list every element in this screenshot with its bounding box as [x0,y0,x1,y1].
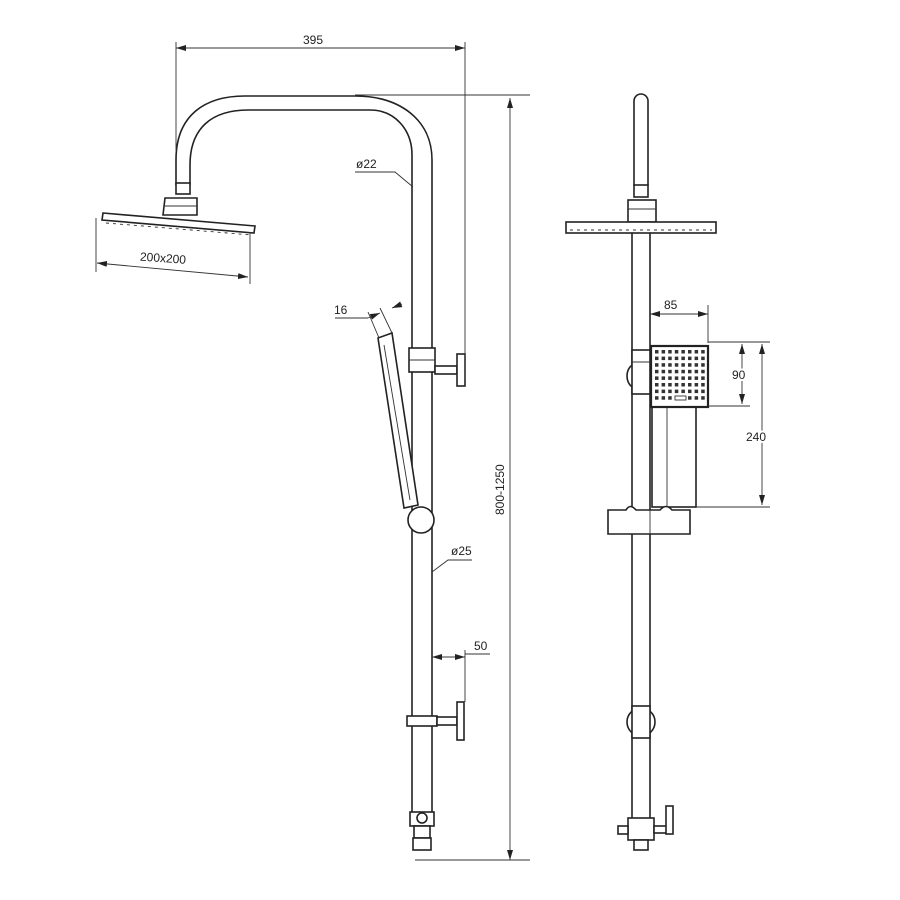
nozzle [701,350,705,354]
logo-slot [674,395,687,401]
nozzle [688,376,692,380]
side-view-dimensions: 395 800-1250 ø22 200x200 16 ø25 50 [95,33,530,861]
nozzle [688,389,692,394]
nozzle [694,389,699,394]
nozzle [701,369,705,374]
nozzle [668,369,672,374]
dim-hand-shower-width: 85 [664,298,678,312]
nozzle [674,383,679,387]
nozzle [668,363,672,367]
nozzle [655,383,659,387]
front-slider [607,505,691,535]
nozzle [661,369,666,374]
nozzle [674,376,679,380]
wall-bracket [406,715,438,727]
dim-hand-shower-head-height: 90 [732,368,746,382]
front-hand-shower-handle [651,404,697,508]
nozzle [655,350,659,354]
dim-arm-reach: 395 [303,33,323,47]
nozzle [688,369,692,374]
dim-height-range: 800-1250 [493,464,507,515]
front-view [565,93,717,851]
nozzle [688,396,692,400]
nozzle [668,396,672,400]
nozzle [661,396,666,400]
nozzle [668,389,672,394]
nozzle [655,356,659,361]
riser-pipe [411,371,433,813]
nozzle [694,396,699,400]
nozzle [694,363,699,367]
nozzle [668,350,672,354]
nozzle [694,356,699,361]
dim-hand-shower-length: 240 [746,430,766,444]
side-view [101,95,466,851]
nozzle [694,383,699,387]
nozzle [661,350,666,354]
dim-hand-shower-thickness: 16 [334,303,348,317]
hand-shower [377,331,419,509]
nozzle [688,363,692,367]
head-connector [162,197,198,216]
shower-arm [175,95,433,349]
nozzle [661,389,666,394]
nozzle [674,389,679,394]
nozzle [701,356,705,361]
nozzle [681,383,685,387]
nozzle [688,383,692,387]
nozzle [661,376,666,380]
nozzle [674,356,679,361]
nozzle [701,389,705,394]
nozzle [694,350,699,354]
front-hand-shower-head [649,344,710,409]
nozzle [661,363,666,367]
dim-arm-diameter: ø22 [356,157,377,171]
nozzle [655,389,659,394]
nozzle [701,396,705,400]
dim-wall-offset: 50 [474,639,488,653]
nozzle [668,356,672,361]
nozzle [701,383,705,387]
nozzle [661,383,666,387]
diverter-knob [456,353,466,387]
slider-knob [407,506,435,534]
nozzle [668,383,672,387]
dim-head-size: 200x200 [140,250,187,267]
front-bottom-valve [627,817,655,841]
nozzle [674,350,679,354]
nozzle [681,350,685,354]
nozzle [661,356,666,361]
nozzle [694,369,699,374]
nozzle [655,369,659,374]
nozzle [681,369,685,374]
spray-nozzles [655,350,705,401]
front-view-dimensions: 85 90 240 [650,298,770,508]
nozzle [668,376,672,380]
nozzle [701,376,705,380]
nozzle [674,369,679,374]
nozzle [688,350,692,354]
front-head-connector [627,199,657,223]
dim-riser-diameter: ø25 [451,544,472,558]
nozzle [688,356,692,361]
nozzle [655,396,659,400]
front-rain-head [565,221,717,234]
nozzle [694,376,699,380]
nozzle [681,356,685,361]
nozzle [655,376,659,380]
front-arm [633,93,649,186]
nozzle [655,363,659,367]
nozzle [681,363,685,367]
nozzle [681,389,685,394]
nozzle [674,363,679,367]
rain-shower-head [101,212,256,234]
nozzle [701,363,705,367]
nozzle [681,376,685,380]
